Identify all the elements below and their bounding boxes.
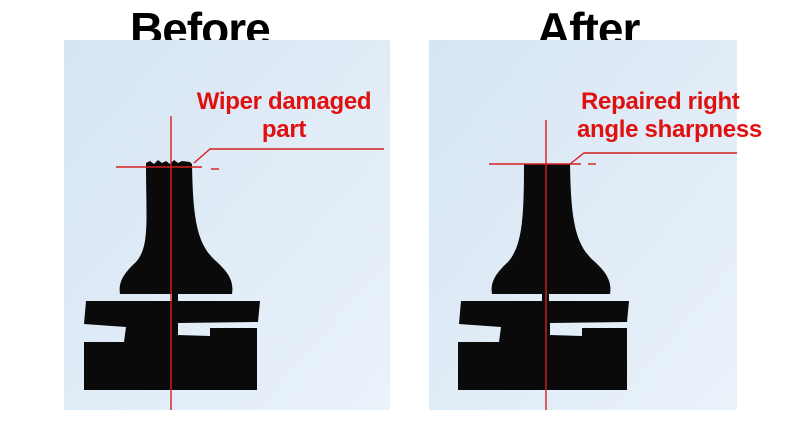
leader-line [193,148,384,164]
after-panel [429,40,737,410]
annotation-line-2: angle sharpness [577,116,762,143]
annotation-line-1: Repaired right [581,88,740,115]
annotation-line-1: Wiper damaged [196,88,372,115]
before-diagram [64,40,390,410]
after-annotation: Repaired right angle sharpness [577,88,792,144]
before-annotation: Wiper damaged part [186,88,382,144]
annotation-line-2: part [261,116,307,143]
leader-line [569,152,737,165]
after-diagram [429,40,737,410]
before-panel [64,40,390,410]
wiper-blade-damaged [84,160,260,390]
wiper-blade-repaired [458,164,629,390]
